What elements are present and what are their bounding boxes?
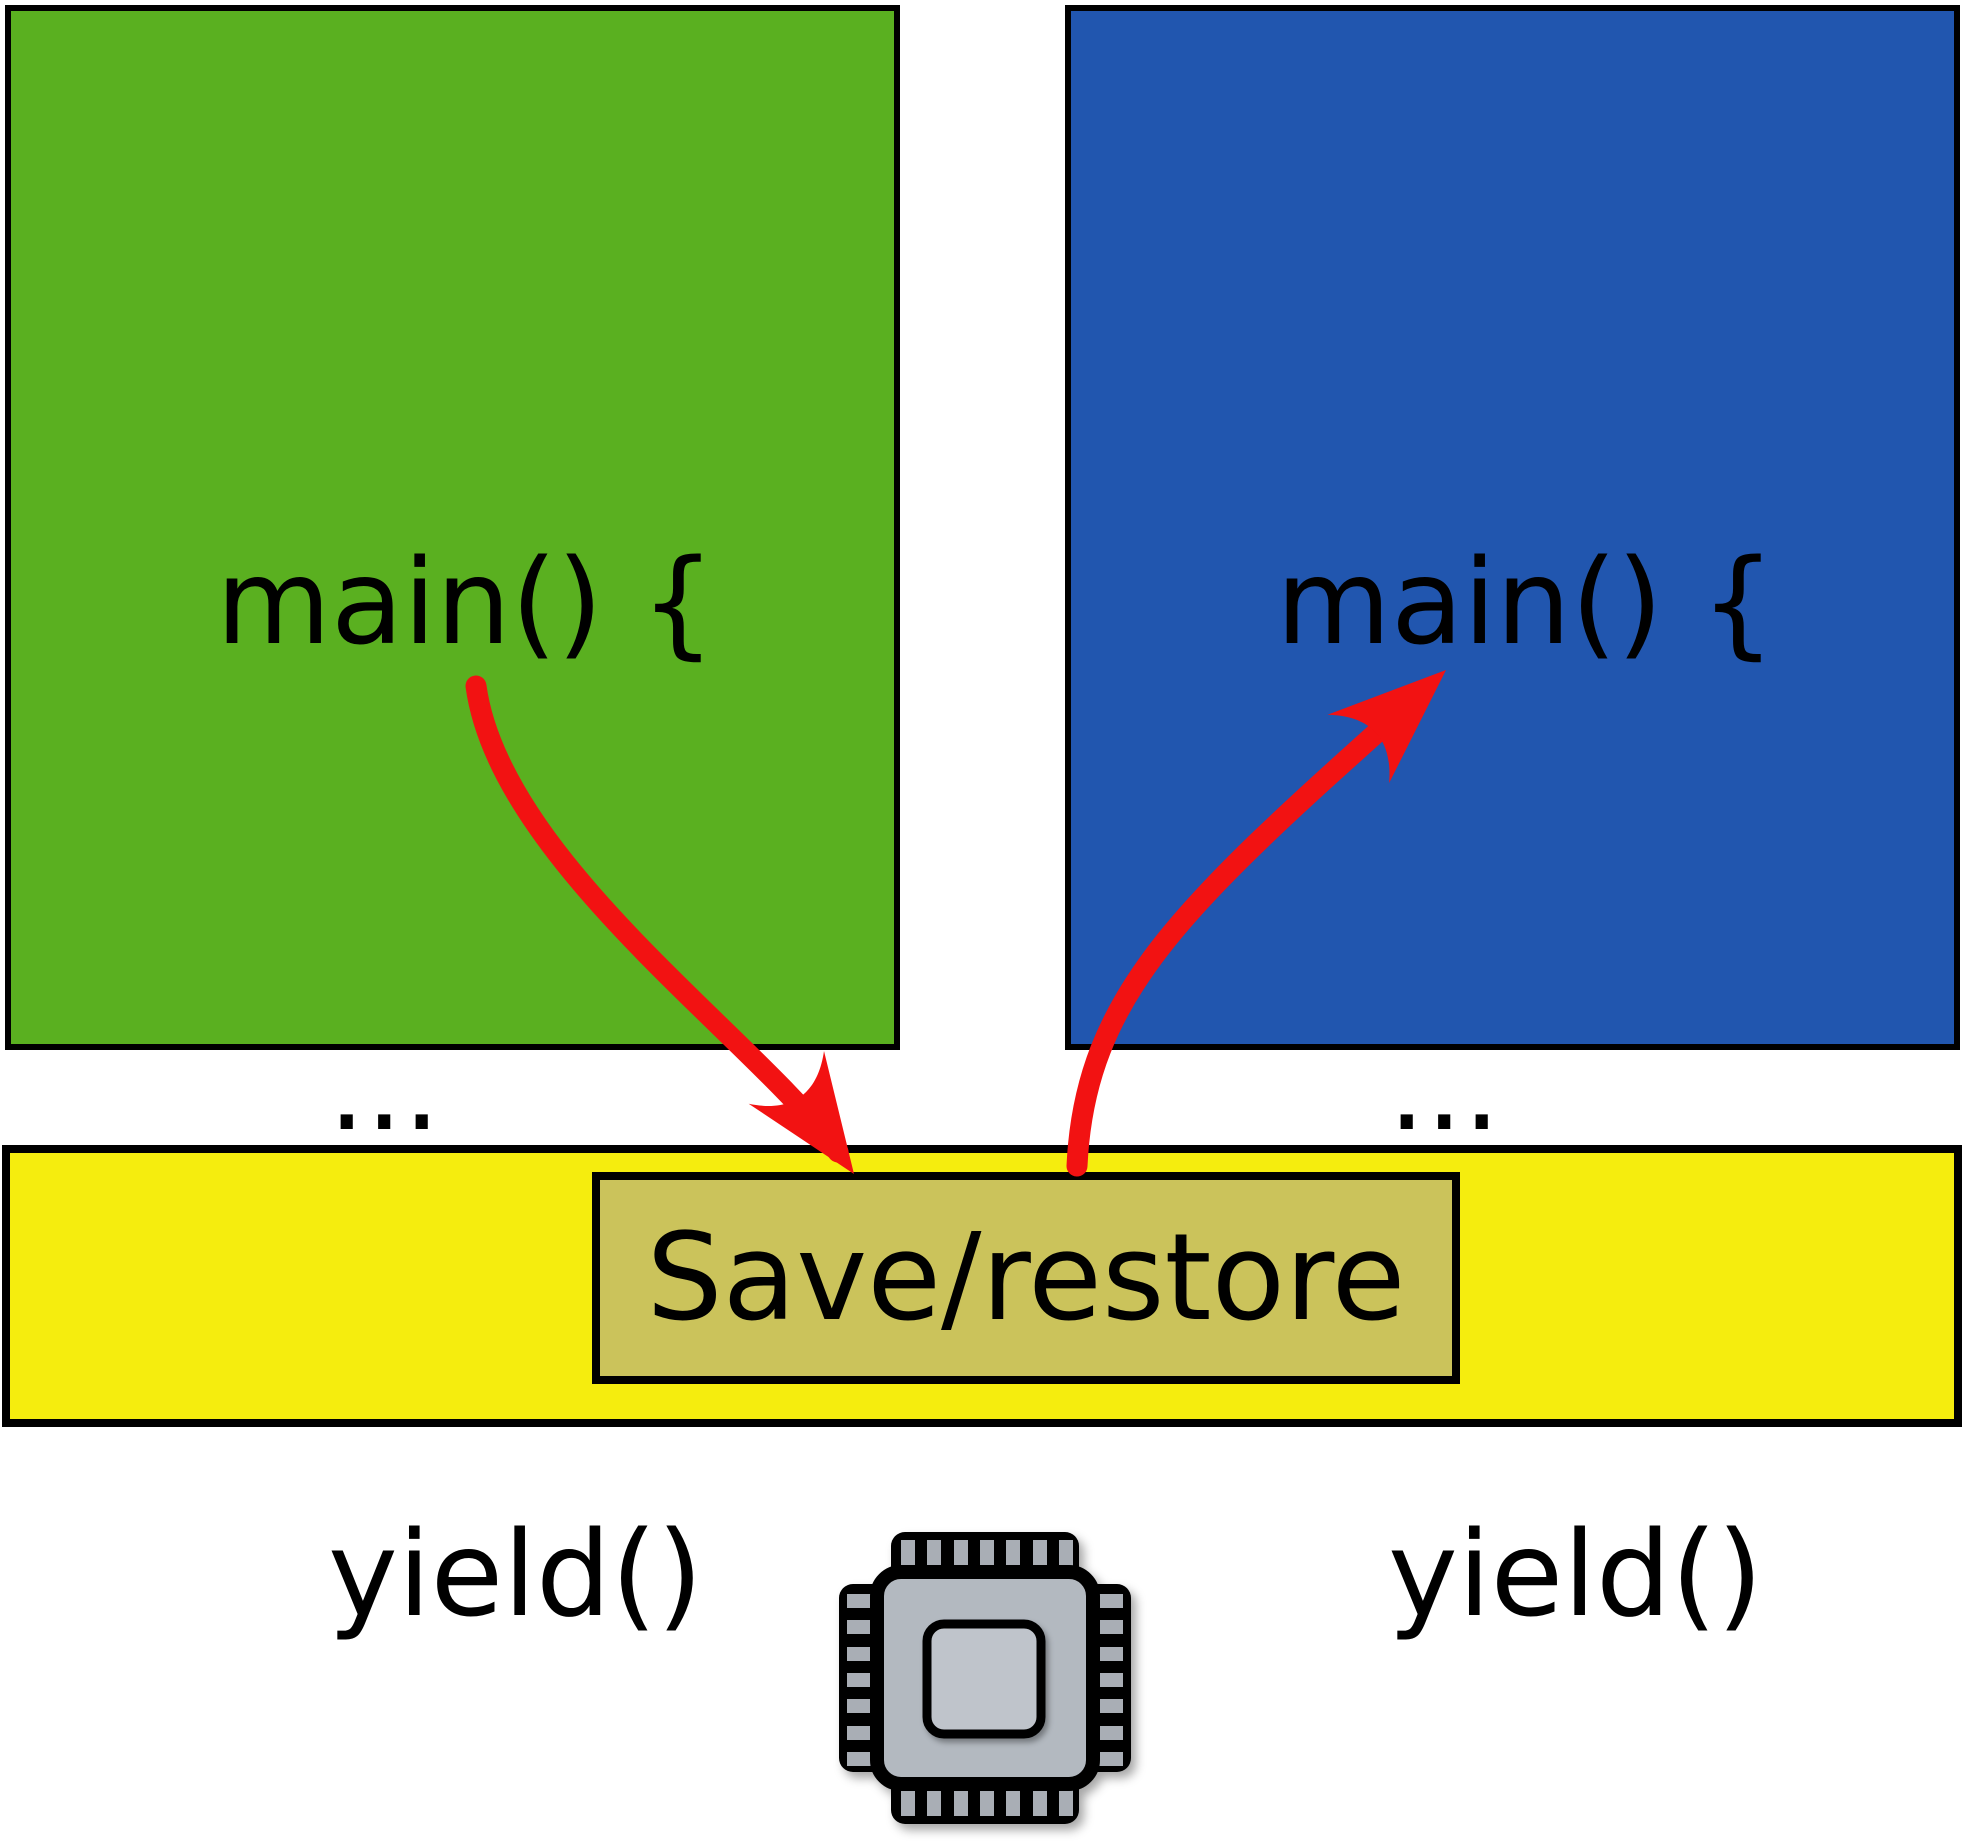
- save-restore-box: Save/restore: [592, 1172, 1460, 1384]
- chip-die: [922, 1619, 1046, 1739]
- code-line-ellipsis: ...: [328, 1019, 441, 1157]
- process-green-box: main() { ... yield() }: [5, 5, 900, 1643]
- cpu-chip-icon: [839, 1532, 1131, 1824]
- code-line-yield: yield(): [328, 1505, 703, 1643]
- code-line-yield: yield(): [1388, 1505, 1763, 1643]
- process-blue-code: main() { ... yield() }: [1071, 11, 1954, 1847]
- code-line-main-open: main() {: [1276, 533, 1776, 671]
- process-blue-box: main() { ... yield() }: [1065, 5, 1960, 1643]
- process-green-code: main() { ... yield() }: [11, 11, 894, 1847]
- save-restore-label: Save/restore: [646, 1208, 1406, 1348]
- code-line-main-open: main() {: [216, 533, 716, 671]
